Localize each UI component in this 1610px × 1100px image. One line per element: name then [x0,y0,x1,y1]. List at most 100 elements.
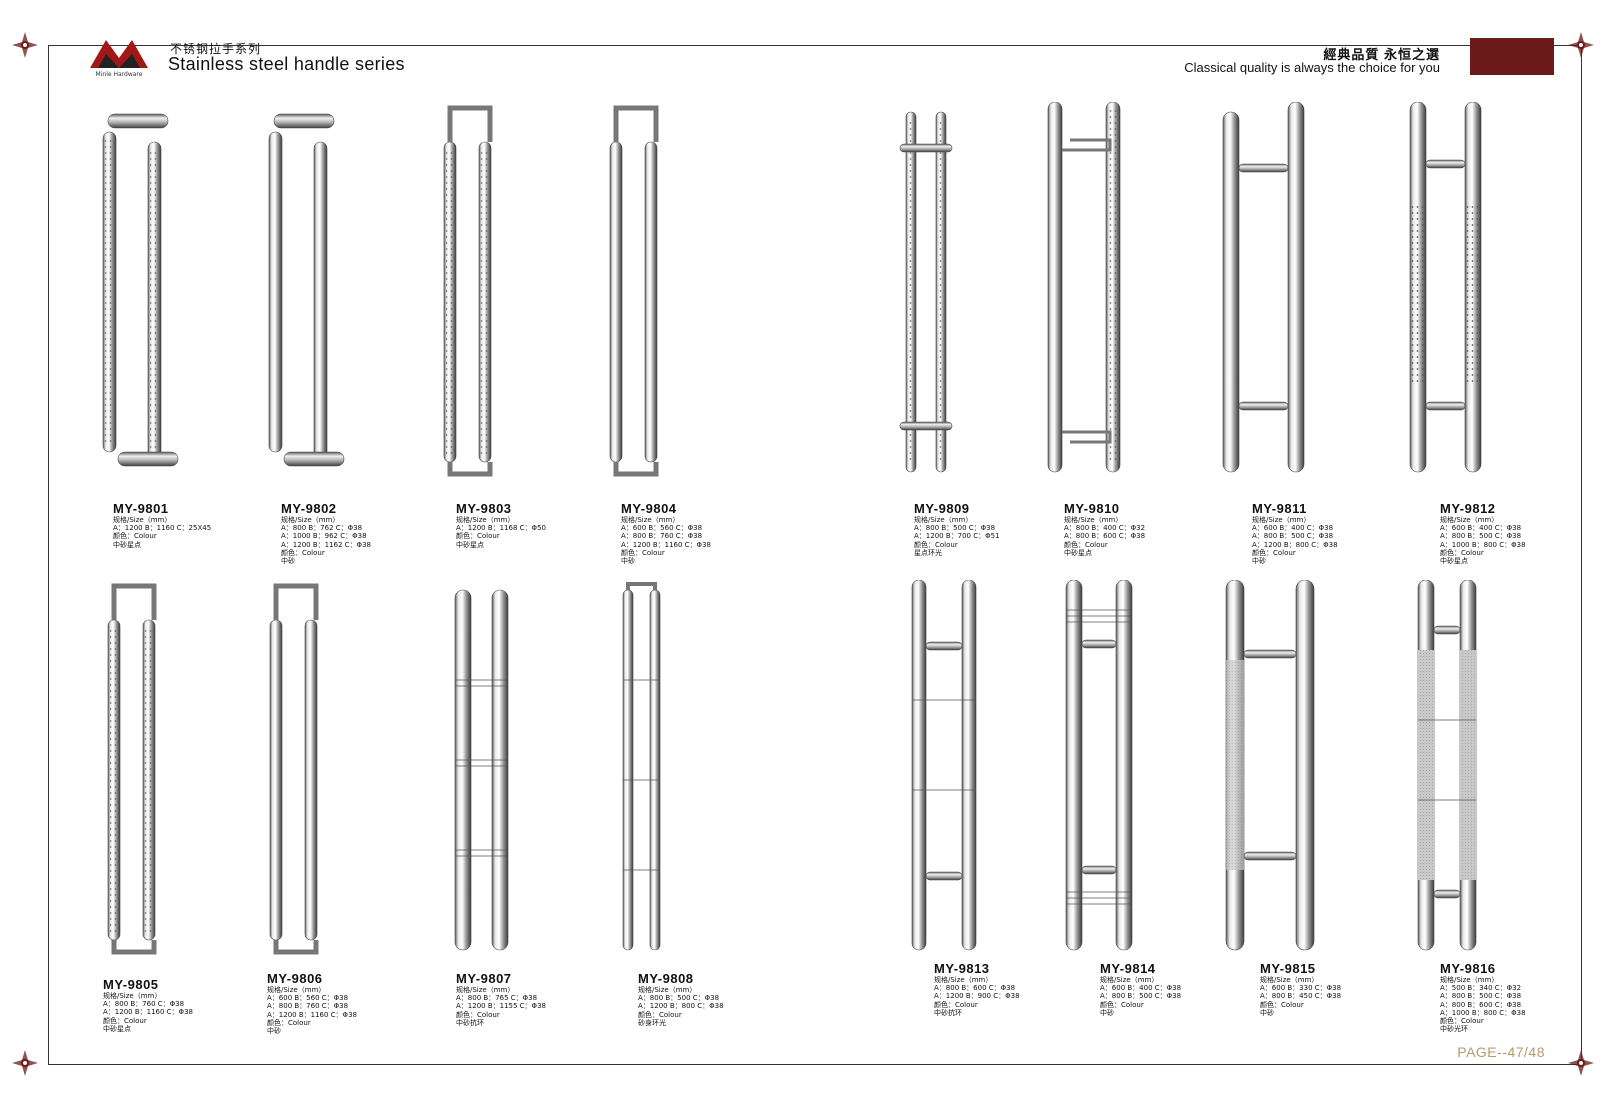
model-number: MY-9809 [914,501,970,516]
model-number: MY-9811 [1252,501,1307,516]
product-card: MY-9807 规格/Size（mm） A：800 B：765 C：Φ38 A：… [420,580,590,1027]
size-line: A：500 B：340 C：Φ32 [1440,984,1522,993]
product-card: MY-9808 规格/Size（mm） A：800 B：500 C：Φ38 A：… [578,580,748,1027]
finish-text: 中砂 [267,1027,281,1036]
size-label: 规格/Size（mm） [281,516,340,524]
product-card: MY-9812 规格/Size（mm） A：600 B：400 C：Φ38 A：… [1385,101,1555,565]
finish-text: 中砂星点 [103,1024,131,1033]
size-line: A：800 B：400 C：Φ32 [1064,524,1146,533]
handle-image [78,580,248,956]
finish-text: 中砂星点 [1440,557,1468,566]
colour-label: 颜色：Colour [914,540,958,549]
size-line: A：800 B：500 C：Φ38 [1440,532,1522,541]
size-line: A：800 B：500 C：Φ38 [1440,992,1522,1001]
colour-label: 颜色：Colour [1440,548,1484,557]
size-line: A：1000 B：962 C：Φ38 [281,532,367,541]
size-line: A：1000 B：800 C：Φ38 [1440,1008,1526,1017]
size-label: 规格/Size（mm） [621,516,680,524]
colour-label: 颜色：Colour [934,1000,978,1009]
handle-image [872,579,1042,956]
product-card: MY-9806 规格/Size（mm） A：600 B：560 C：Φ38 A：… [240,580,410,1035]
colour-label: 颜色：Colour [103,1016,147,1025]
handle-image [420,580,590,956]
finish-text: 中砂 [621,557,635,566]
model-number: MY-9802 [281,501,337,516]
size-label: 规格/Size（mm） [456,986,515,994]
corner-ornament-top-left [10,30,40,60]
handle-image [1198,579,1368,956]
finish-text: 中砂 [1100,1008,1114,1017]
model-number: MY-9804 [621,501,677,516]
corner-ornament-bottom-left [10,1048,40,1078]
size-line: A：600 B：330 C：Φ38 [1260,984,1342,993]
size-line: A：1000 B：800 C：Φ38 [1440,540,1526,549]
finish-text: 中砂抗环 [456,1018,484,1027]
product-card: MY-9810 规格/Size（mm） A：800 B：400 C：Φ32 A：… [1018,101,1188,557]
model-number: MY-9807 [456,971,512,986]
product-card: MY-9811 规格/Size（mm） A：600 B：400 C：Φ38 A：… [1198,101,1368,565]
size-line: A：800 B：765 C：Φ38 [456,994,538,1003]
page-number: PAGE--47/48 [1457,1044,1545,1060]
handle-image [1385,101,1555,478]
handle-image [88,102,258,478]
size-label: 规格/Size（mm） [1064,516,1123,524]
size-line: A：600 B：400 C：Φ38 [1100,984,1182,993]
finish-text: 中砂 [1252,557,1266,566]
model-number: MY-9805 [103,977,159,992]
colour-label: 颜色：Colour [267,1018,311,1027]
product-card: MY-9804 规格/Size（mm） A：600 B：560 C：Φ38 A：… [580,102,750,565]
size-label: 规格/Size（mm） [914,516,973,524]
product-card: MY-9801 规格/Size（mm） A：1200 B：1160 C：25X4… [88,102,258,549]
handle-image [1034,579,1204,956]
size-line: A：800 B：762 C：Φ38 [281,524,363,533]
model-number: MY-9816 [1440,961,1496,976]
size-label: 规格/Size（mm） [1260,976,1319,984]
size-line: A：1200 B：1168 C：Φ50 [456,524,546,533]
handle-image [580,102,750,478]
corner-ornament-bottom-right [1566,1048,1596,1078]
size-line: A：1200 B：1160 C：25X45 [113,524,212,533]
model-number: MY-9808 [638,971,694,986]
product-card: MY-9809 规格/Size（mm） A：800 B：500 C：Φ38 A：… [868,102,1038,557]
size-label: 规格/Size（mm） [638,986,697,994]
size-line: A：600 B：560 C：Φ38 [621,524,703,533]
size-label: 规格/Size（mm） [1440,516,1499,524]
model-number: MY-9813 [934,961,990,976]
size-line: A：800 B：760 C：Φ38 [267,1002,349,1011]
colour-label: 颜色：Colour [1100,1000,1144,1009]
size-line: A：800 B：760 C：Φ38 [103,1000,185,1009]
page-title-en: Stainless steel handle series [168,54,405,74]
finish-text: 中砂 [1260,1008,1274,1017]
finish-text: 星点环光 [914,548,942,557]
model-number: MY-9803 [456,501,512,516]
size-line: A：600 B：400 C：Φ38 [1440,524,1522,533]
size-line: A：800 B：600 C：Φ38 [1064,532,1146,541]
handle-image [578,580,748,956]
product-card: MY-9803 规格/Size（mm） A：1200 B：1168 C：Φ50 … [414,102,584,549]
product-card: MY-9805 规格/Size（mm） A：800 B：760 C：Φ38 A：… [78,580,248,1033]
model-number: MY-9801 [113,501,169,516]
size-label: 规格/Size（mm） [1100,976,1159,984]
model-number: MY-9812 [1440,501,1496,516]
model-number: MY-9806 [267,971,323,986]
size-line: A：1200 B：700 C：Φ51 [914,532,1000,541]
size-line: A：1200 B：1160 C：Φ38 [103,1008,193,1017]
colour-label: 颜色：Colour [1252,548,1296,557]
logo-text: Minle Hardware [96,71,143,78]
brand-logo: Minle Hardware [86,32,152,78]
finish-text: 中砂 [281,557,295,566]
handle-image [1018,101,1188,478]
handle-image [240,580,410,956]
finish-text: 中砂星点 [113,540,141,549]
size-label: 规格/Size（mm） [113,516,172,524]
size-line: A：800 B：600 C：Φ38 [934,984,1016,993]
model-number: MY-9815 [1260,961,1316,976]
finish-text: 砂身环光 [638,1018,666,1027]
finish-text: 中砂星点 [1064,548,1092,557]
size-label: 规格/Size（mm） [103,992,162,1000]
size-label: 规格/Size（mm） [456,516,515,524]
size-line: A：1200 B：1155 C：Φ38 [456,1002,546,1011]
size-label: 规格/Size（mm） [934,976,993,984]
colour-label: 颜色：Colour [621,548,665,557]
size-label: 规格/Size（mm） [1440,976,1499,984]
